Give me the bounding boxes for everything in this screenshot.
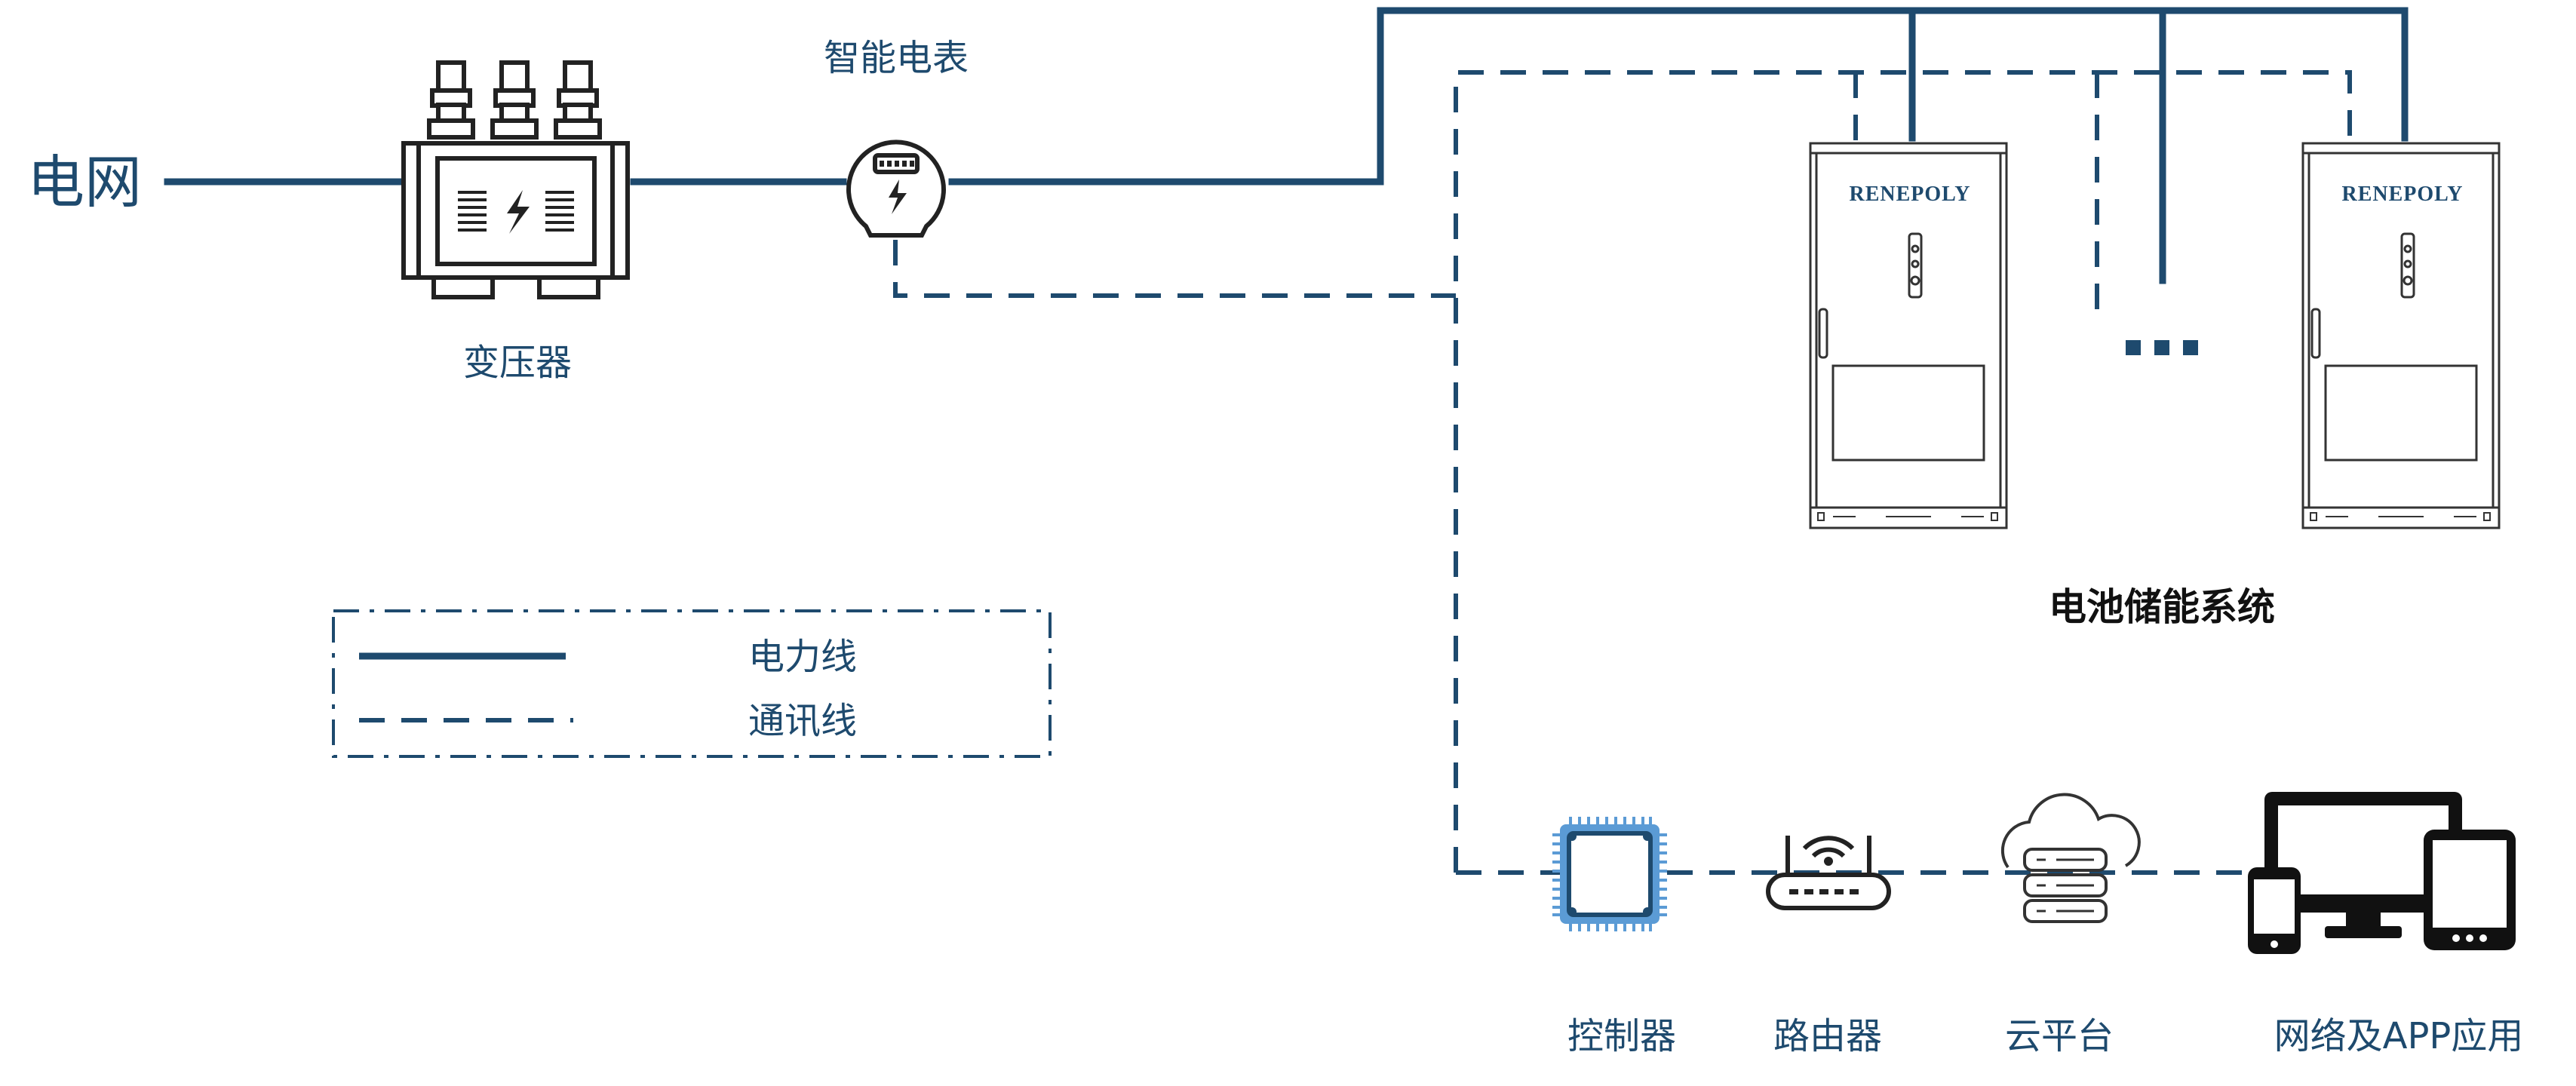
cabinet-2-brand: RENEPOLY [2341,183,2463,206]
controller-icon [1552,817,1667,931]
cloud-server-icon [2000,793,2141,923]
legend-power-label: 电力线 [748,636,857,678]
meter-bolt-icon [889,179,907,214]
battery-cabinet-1 [1809,142,2008,529]
comm-lines [893,70,2352,875]
smart-meter-label: 智能电表 [824,37,969,79]
controller-label: 控制器 [1567,1015,1676,1057]
battery-cabinet-2 [2301,142,2501,529]
cloud-platform-label: 云平台 [2005,1015,2114,1057]
battery-system-label: 电池储能系统 [2049,585,2275,629]
transformer-label: 变压器 [463,342,572,384]
legend: 电力线 通讯线 [332,609,1052,758]
legend-comm-label: 通讯线 [748,700,857,742]
comm-line-trunk [1454,70,2352,873]
devices-icon [2248,792,2516,954]
legend-box [332,609,1052,758]
transformer-bolt-icon [507,190,530,234]
transformer-bushings [427,60,602,140]
smart-meter-icon [846,140,946,238]
transformer-icon [401,60,630,299]
power-line-meter-bus [948,7,2409,186]
power-lines [164,7,2409,284]
more-cabinets-ellipsis [2126,340,2198,355]
network-app-label: 网络及APP应用 [2274,1015,2524,1057]
grid-label: 电网 [27,149,142,216]
cabinet-1-brand: RENEPOLY [1849,183,1970,206]
router-icon [1766,836,1891,910]
comm-line-meter [893,240,1456,298]
router-label: 路由器 [1773,1015,1882,1057]
